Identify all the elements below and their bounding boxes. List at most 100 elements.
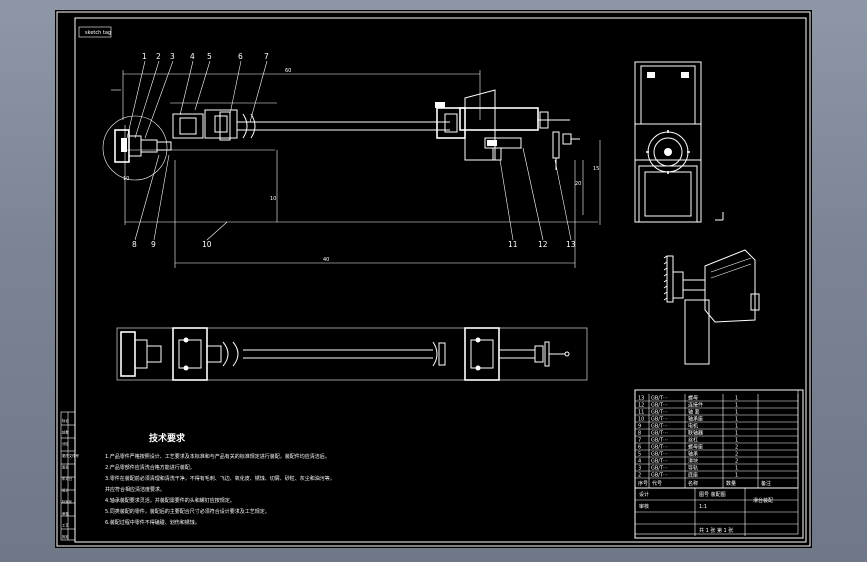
tech-req-title: 技术要求	[149, 432, 186, 444]
bom-row-6-qty: 2	[735, 445, 738, 451]
balloon-12: 12	[538, 240, 548, 249]
bom-row-9-no: 9	[638, 424, 641, 430]
balloon-10: 10	[202, 240, 212, 249]
tech-req-item-5: 4.轴承装配要求灵活，并装配需要件的头和螺钉应按规定。	[105, 497, 235, 504]
bom-row-5-name: 轴承	[688, 451, 698, 458]
balloons: 1 2 3 4 5 6 7 8 9 10 11 12 13	[126, 52, 576, 249]
bom-row-13-name: 螺母	[688, 395, 698, 402]
dim-6: 10	[123, 176, 129, 182]
left-strip-label-7: 标准化	[62, 499, 73, 504]
left-strip-label-9: 工艺	[62, 522, 69, 527]
balloon-9: 9	[151, 240, 156, 249]
bom-row-11-code: GB/T···	[651, 410, 668, 416]
bom-row-8-name: 联轴器	[688, 430, 703, 437]
balloon-6: 6	[238, 52, 243, 61]
balloon-2: 2	[156, 52, 161, 61]
balloon-11: 11	[508, 240, 518, 249]
title-block-sheet: 共 1 张 第 1 张	[699, 527, 733, 534]
left-strip-label-6: 设计	[62, 488, 69, 493]
left-strip-label-2: 分区	[62, 441, 69, 446]
bom-row-9-qty: 1	[735, 424, 738, 430]
bom-row-12-no: 12	[638, 403, 644, 409]
bom-row-3-name: 导轨	[688, 465, 698, 472]
left-strip-label-4: 签名	[62, 464, 69, 469]
bom-row-7-qty: 1	[735, 438, 738, 444]
dim-1: 60	[285, 68, 291, 74]
bom-header-4: 备注	[761, 480, 771, 487]
bom-row-11-qty: 1	[735, 410, 738, 416]
bom-row-5-code: GB/T···	[651, 452, 668, 458]
bom-row-4-name: 滑块	[688, 458, 698, 465]
bom-header-1: 代号	[652, 480, 662, 487]
bom-row-12-code: GB/T···	[651, 403, 668, 409]
balloon-4: 4	[190, 52, 195, 61]
bom-row-7-no: 7	[638, 438, 641, 444]
left-strip-label-1: 处数	[62, 430, 69, 435]
bom-row-8-qty: 1	[735, 431, 738, 437]
top-view	[116, 327, 588, 381]
bom-row-4-no: 4	[638, 459, 641, 465]
outer-frame	[56, 11, 811, 547]
bom-row-11-no: 11	[638, 410, 644, 416]
bom-row-4-code: GB/T···	[651, 459, 668, 465]
bom-row-5-no: 5	[638, 452, 641, 458]
bom-row-3-qty: 1	[735, 466, 738, 472]
bom-row-3-code: GB/T···	[651, 466, 668, 472]
tech-req-item-1: 1.产品零件严格按照设计、工艺要求及本标准和与产品有关的标准规定进行装配，装配件…	[105, 453, 330, 460]
title-tag: sketch tag	[85, 30, 111, 36]
bom-row-12-name: 连接件	[688, 402, 703, 409]
balloon-7: 7	[264, 52, 269, 61]
left-strip-label-5: 年月日	[62, 476, 72, 481]
balloon-13: 13	[566, 240, 576, 249]
bom-row-11-name: 轴 套	[688, 409, 700, 416]
bom-row-3-no: 3	[638, 466, 641, 472]
bom-row-13-code: GB/T···	[651, 396, 668, 402]
tech-req-item-4: 并应符合相应清洁度要求。	[105, 486, 165, 493]
left-strip-label-8: 审核	[62, 511, 69, 516]
bom-row-10-qty: 1	[735, 417, 738, 423]
tech-req-item-2: 2.产品零部件应清洗合格方能进行装配。	[105, 464, 195, 471]
dim-5: 15	[593, 166, 599, 172]
left-strip-label-0: 标记	[62, 418, 69, 423]
front-view: 1 2 3 4 5 6 7 8 9 10 11 12 13 60 40 10 2…	[102, 52, 601, 268]
tech-req-item-7: 6.装配过程中零件不得磕碰、划伤和锈蚀。	[105, 519, 200, 526]
side-view	[634, 61, 724, 223]
bom-row-10-name: 轴承座	[688, 416, 703, 423]
title-block-drawing-no: 图号 装配图	[699, 491, 726, 498]
bom-row-2-code: GB/T···	[651, 473, 668, 479]
bom-row-2-qty: 1	[735, 473, 738, 479]
bom-header-3: 数量	[726, 480, 736, 487]
title-block-design: 设计	[639, 491, 649, 498]
bom-row-6-no: 6	[638, 445, 641, 451]
title-tag-box	[78, 26, 112, 38]
balloon-8: 8	[132, 240, 137, 249]
bom-row-4-qty: 2	[735, 459, 738, 465]
tech-req-item-3: 3.零件在装配前必须清理和清洗干净，不得有毛刺、飞边、氧化皮、锈蚀、切屑、砂粒、…	[105, 475, 335, 482]
inner-frame	[74, 17, 807, 543]
left-revision-strip	[60, 411, 76, 541]
bom-row-2-name: 底座	[688, 472, 698, 479]
bom-row-5-qty: 2	[735, 452, 738, 458]
bom-row-12-qty: 1	[735, 403, 738, 409]
dim-3: 10	[270, 196, 276, 202]
cad-drawing: sketch tag	[56, 11, 811, 547]
dim-2: 40	[323, 257, 329, 263]
balloon-1: 1	[142, 52, 147, 61]
left-strip-label-3: 更改文件号	[62, 453, 80, 458]
left-strip-label-10: 批准	[62, 534, 69, 539]
bom-header-2: 名称	[688, 480, 698, 487]
bom-row-13-qty: 1	[735, 396, 738, 402]
bom-row-6-code: GB/T···	[651, 445, 668, 451]
isometric-view	[663, 249, 760, 365]
tech-requirements: 技术要求 1.产品零件严格按照设计、工艺要求及本标准和与产品有关的标准规定进行装…	[105, 432, 335, 526]
title-block-unit: 滑台装配	[753, 497, 773, 504]
dim-4: 20	[575, 181, 581, 187]
detail-circle	[102, 115, 168, 181]
bom-row-8-no: 8	[638, 431, 641, 437]
bom-row-8-code: GB/T···	[651, 431, 668, 437]
bom-row-9-code: GB/T···	[651, 424, 668, 430]
bom-row-10-no: 10	[638, 417, 644, 423]
title-block-check: 审核	[639, 503, 649, 510]
bom-row-9-name: 电机	[688, 423, 698, 430]
